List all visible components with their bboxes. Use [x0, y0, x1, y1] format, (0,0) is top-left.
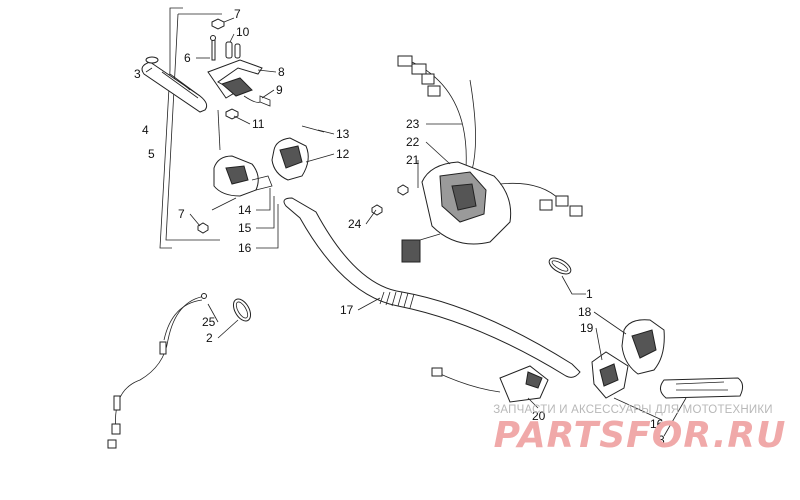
right-grip — [660, 377, 744, 399]
callout-24: 24 — [348, 217, 362, 231]
callout-23: 23 — [406, 117, 420, 131]
handlebar — [283, 197, 581, 378]
callout-6: 6 — [184, 51, 191, 65]
clamp-left — [232, 298, 252, 322]
clamp-right — [548, 257, 572, 275]
callout-12: 12 — [336, 147, 350, 161]
watermark-logo: PARTSFOR.RU — [493, 415, 787, 456]
callout-17: 17 — [340, 303, 354, 317]
callout-14: 14 — [238, 203, 252, 217]
callout-5: 5 — [148, 147, 155, 161]
callout-22: 22 — [406, 135, 420, 149]
switch-bracket-20 — [431, 365, 549, 403]
callout-3-left: 3 — [134, 67, 141, 81]
callout-7-lower: 7 — [178, 207, 185, 221]
callout-7-top: 7 — [234, 7, 241, 21]
callout-19: 19 — [580, 321, 594, 335]
callout-9: 9 — [276, 83, 283, 97]
switch-housing-12 — [271, 125, 325, 181]
callout-3-right: 3 — [658, 433, 665, 447]
watermark-caption: ЗАПЧАСТИ И АКСЕССУАРЫ ДЛЯ МОТОТЕХНИКИ — [493, 404, 773, 416]
throttle-lever-assembly — [207, 18, 271, 151]
callout-16-left: 16 — [238, 241, 252, 255]
callout-15: 15 — [238, 221, 252, 235]
callout-18: 18 — [578, 305, 592, 319]
callout-25: 25 — [202, 315, 216, 329]
callout-2: 2 — [206, 331, 213, 345]
right-switch-housing — [591, 319, 665, 399]
callout-16-right: 16 — [650, 417, 664, 431]
callout-20: 20 — [532, 409, 546, 423]
callout-1: 1 — [586, 287, 593, 301]
callout-10: 10 — [236, 25, 250, 39]
leader-lines — [145, 17, 687, 437]
callout-13: 13 — [336, 127, 350, 141]
control-module — [371, 55, 583, 263]
callout-4: 4 — [142, 123, 149, 137]
callout-21: 21 — [406, 153, 420, 167]
throttle-cable — [107, 293, 207, 449]
callout-8: 8 — [278, 65, 285, 79]
callout-labels: 7 10 6 3 8 9 11 4 5 13 12 14 7 15 16 23 … — [134, 7, 665, 447]
callout-11: 11 — [252, 117, 265, 131]
left-grip — [141, 56, 208, 113]
left-switch-housing — [197, 155, 273, 234]
